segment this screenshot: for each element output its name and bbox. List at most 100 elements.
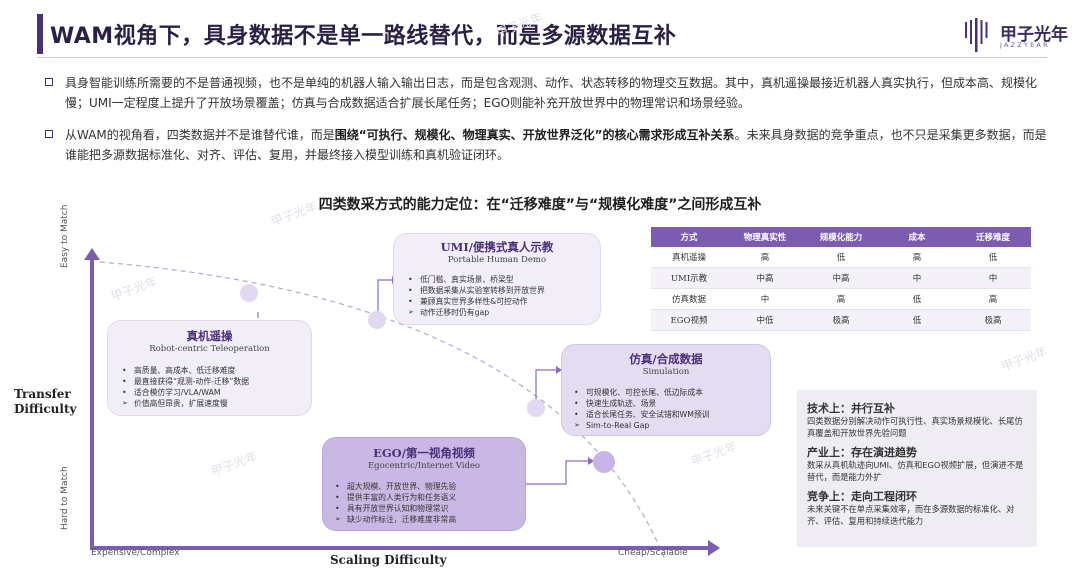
x-axis-left-label: Expensive/Complex [91,548,180,558]
bullet-square-icon [45,78,53,86]
x-axis-line [90,546,710,550]
tradeoff-curve [99,261,666,561]
ego-arrowhead [588,457,594,465]
umi-subtitle: Portable Human Demo [447,255,547,265]
comparison-table: 方式 物理真实性 规模化能力 成本 迁移难度 真机遥操 高 低 高 低 UMI示… [651,227,1031,331]
table-row: UMI示教 中高 中高 中 中 [651,267,1031,289]
y-axis-title: Transfer Difficulty [14,387,76,417]
table-header-cell: 迁移难度 [955,227,1031,247]
simulation-subtitle: Simulation [642,367,690,377]
x-axis-arrow-icon [708,540,720,556]
umi-box: UMI/便携式真人示教 Portable Human Demo 低门槛、真实场景… [393,233,601,325]
title-divider [37,57,1047,58]
table-cell: 仿真数据 [651,288,727,310]
umi-connector [377,279,392,318]
list-item: Sim-to-Real Gap [574,420,710,431]
bullet-2: 从WAM的视角看，四类数据并不是谁替代谁，而是围绕“可执行、规模化、物理真实、开… [45,125,1055,167]
y-axis-title-line1: Transfer [14,387,71,401]
table-cell: 中 [955,267,1031,289]
table-cell: 低 [879,309,955,331]
bullet-text-tail: 。未来具身数据的竞争重点，也不只是采集更多数据，而是谁能把多源数据标准化、对齐、… [65,128,1047,162]
table-cell: 中低 [727,309,803,331]
note-heading: 技术上：并行互补 [807,402,895,415]
summary-note: 技术上：并行互补 四类数据分别解决动作可执行性、真实场景规模化、长尾仿真覆盖和开… [797,390,1037,547]
x-axis-right-label: Cheap/Scalable [618,548,688,558]
simulation-list: 可规模化、可控长尾、低边际成本 快速生成轨迹、场景 适合长尾任务、安全试错和WM… [574,387,710,431]
list-item: 提供丰富的人类行为和任务语义 [335,492,456,503]
bullet-1: 具身智能训练所需要的不是普通视频，也不是单纯的机器人输入输出日志，而是包含观测、… [45,73,1055,115]
sim-connector [535,369,558,405]
ego-subtitle: Egocentric/Internet Video [367,461,481,471]
note-heading: 竞争上：走向工程闭环 [807,490,917,503]
bullet-text: 具身智能训练所需要的不是普通视频，也不是单纯的机器人输入输出日志，而是包含观测、… [65,76,1038,110]
table-cell: 中高 [727,267,803,289]
list-item: 低门槛、真实场景、桥梁型 [408,274,545,285]
ego-title: EGO/第一视角视频 [373,446,475,460]
simulation-title: 仿真/合成数据 [629,352,703,366]
y-axis-bottom-label: Hard to Match [60,466,70,530]
table-cell: 低 [803,247,879,268]
teleop-list: 高质量、高成本、低迁移难度 最直接获得“观测-动作-迁移”数据 适合模仿学习/V… [122,365,249,409]
list-item: 适合模仿学习/VLA/WAM [122,387,249,398]
table-header-row: 方式 物理真实性 规模化能力 成本 迁移难度 [651,227,1031,247]
diagram-title: 四类数采方式的能力定位：在“迁移难度”与“规模化难度”之间形成互补 [318,197,762,213]
ego-box: EGO/第一视角视频 Egocentric/Internet Video 超大规… [322,437,526,531]
table-header-cell: 物理真实性 [727,227,803,247]
y-axis-top-label: Easy to Match [60,204,70,268]
table-cell: 真机遥操 [651,247,727,268]
teleop-title: 真机遥操 [186,329,233,343]
list-item: 可规模化、可控长尾、低边际成本 [574,387,710,398]
y-axis-line [90,258,94,548]
list-item: 高质量、高成本、低迁移难度 [122,365,249,376]
teleop-subtitle: Robot-centric Teleoperation [149,344,270,354]
table-cell: 中高 [803,267,879,289]
table-cell: 高 [879,247,955,268]
note-heading: 产业上：存在演进趋势 [807,446,917,459]
curve-dot-sim [527,399,545,417]
umi-title: UMI/便携式真人示教 [440,240,554,254]
teleop-box: 真机遥操 Robot-centric Teleoperation 高质量、高成本… [107,320,312,416]
x-axis-title: Scaling Difficulty [330,553,447,567]
table-cell: 极高 [955,309,1031,331]
table-cell: EGO视频 [651,309,727,331]
umi-list: 低门槛、真实场景、桥梁型 把数据采集从实验室转移到开放世界 兼顾真实世界多样性&… [408,274,545,318]
y-axis-title-line2: Difficulty [14,402,77,416]
list-item: 动作迁移时仍有gap [408,307,545,318]
note-text: 四类数据分别解决动作可执行性、真实场景规模化、长尾仿真覆盖和开放世界先验问题 [807,416,1023,438]
sim-arrowhead [556,366,562,374]
brand-logo-subtext: JAZZYEAR [1000,41,1050,49]
table-cell: 高 [803,288,879,310]
page-title: WAM视角下，具身数据不是单一路线替代，而是多源数据互补 [50,24,677,49]
table-cell: UMI示教 [651,267,727,289]
list-item: 快速生成轨迹、场景 [574,398,710,409]
table-row: 真机遥操 高 低 高 低 [651,247,1031,268]
table-cell: 中 [879,267,955,289]
bullet-square-icon [45,130,53,138]
curve-dot-tele [240,284,258,302]
table-cell: 高 [727,247,803,268]
table-cell: 高 [955,288,1031,310]
list-item: 兼顾真实世界多样性&可控动作 [408,296,545,307]
simulation-box: 仿真/合成数据 Simulation 可规模化、可控长尾、低边际成本 快速生成轨… [561,344,771,436]
list-item: 超大规模、开放世界、物理先验 [335,481,456,492]
table-header-cell: 规模化能力 [803,227,879,247]
table-cell: 低 [879,288,955,310]
ego-connector [526,460,590,485]
list-item: 缺少动作标注，迁移难度非常高 [335,514,456,525]
curve-dot-ego [593,451,615,473]
bullet-bold-text: 围绕“可执行、规模化、物理真实、开放世界泛化”的核心需求形成互补关系 [334,128,735,142]
table-cell: 极高 [803,309,879,331]
note-text: 数采从真机轨迹向UMI、仿真和EGO视频扩展，但演进不是替代，而是能力外扩 [807,460,1024,482]
table-cell: 中 [727,288,803,310]
note-text: 未来关键不在单点采集效率，而在多源数据的标准化、对齐、评估、复用和持续迭代能力 [807,504,1015,526]
curve-dot-umi [368,311,386,329]
list-item: 具有开放世界认知和物理常识 [335,503,456,514]
title-accent-bar [37,14,43,54]
table-row: 仿真数据 中 高 低 高 [651,288,1031,310]
table-header-cell: 成本 [879,227,955,247]
table-row: EGO视频 中低 极高 低 极高 [651,309,1031,331]
list-item: 适合长尾任务、安全试错和WM预训 [574,409,710,420]
table-cell: 低 [955,247,1031,268]
ego-list: 超大规模、开放世界、物理先验 提供丰富的人类行为和任务语义 具有开放世界认知和物… [335,481,456,525]
list-item: 价值高但昂贵，扩展速度慢 [122,398,249,409]
